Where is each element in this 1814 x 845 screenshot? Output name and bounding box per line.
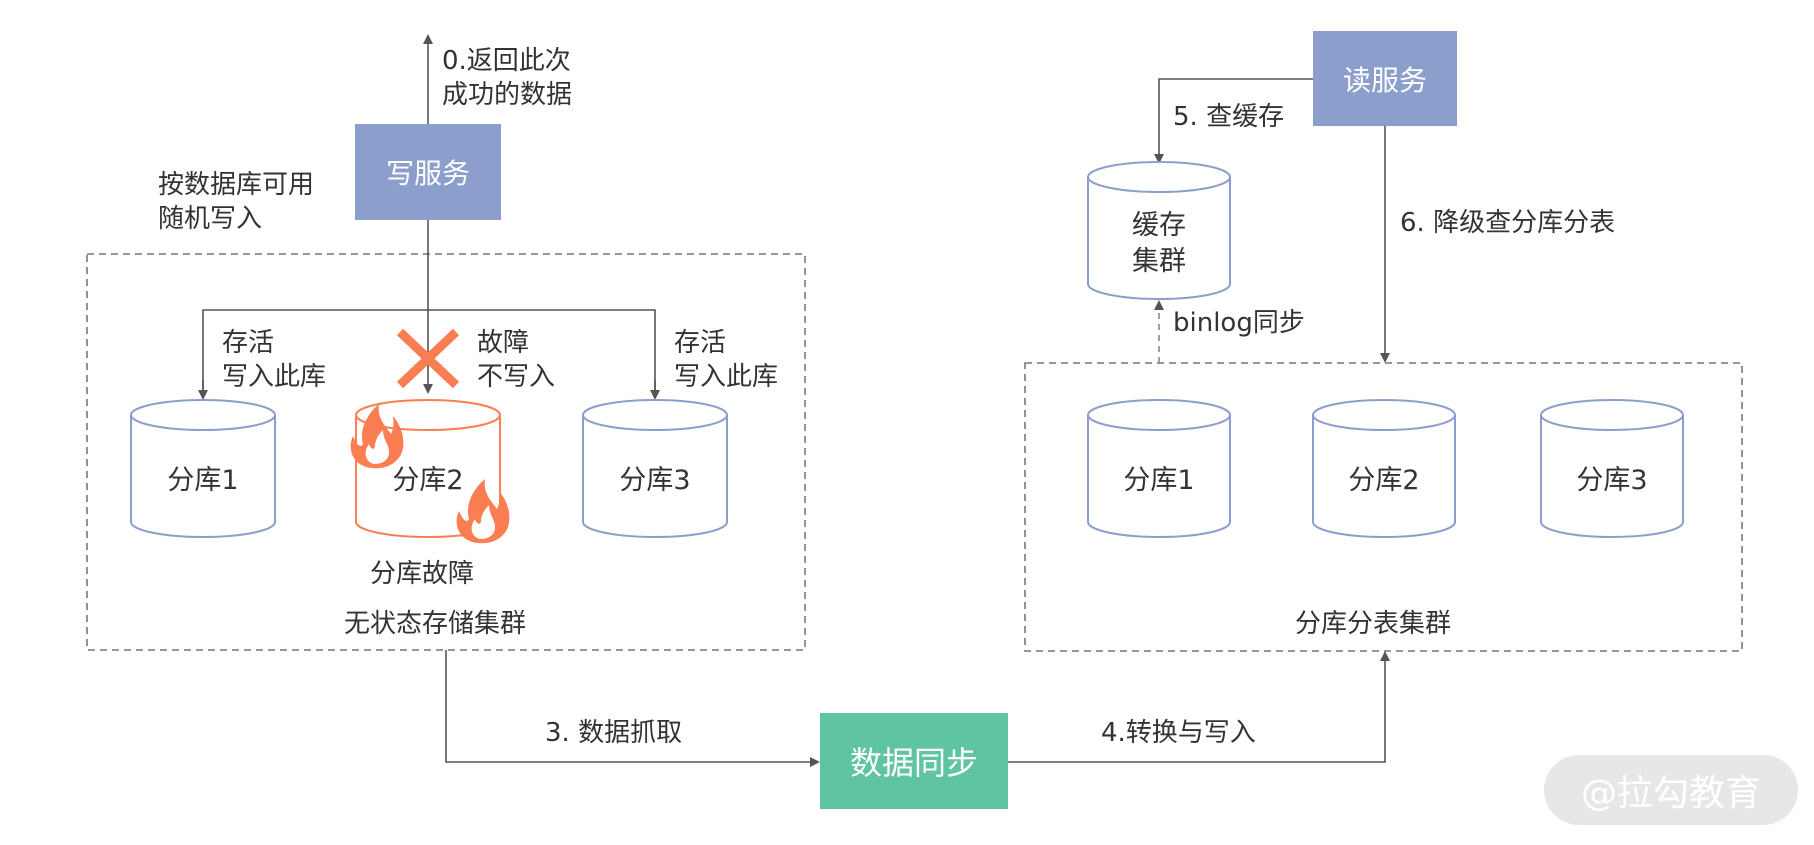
right-shard-3-label: 分库3 [1576, 465, 1648, 496]
right-shard-2-label: 分库2 [1348, 465, 1420, 496]
watermark: @拉勾教育 [1544, 755, 1798, 825]
left-shard-3-label: 分库3 [619, 465, 691, 496]
data-sync-box: 数据同步 [820, 713, 1008, 809]
flame-icon [456, 479, 510, 544]
cache-cluster-cylinder [1087, 161, 1231, 300]
left-shard-1-cylinder [130, 399, 276, 538]
alive-write-label-right: 存活 写入此库 [674, 328, 779, 392]
right-shard-1-cylinder [1087, 399, 1231, 538]
stateless-cluster-label: 无状态存储集群 [344, 609, 527, 639]
fault-no-write-label: 故障 不写入 [477, 328, 556, 392]
return-data-label: 0.返回此次 成功的数据 [442, 46, 573, 110]
fallback-label: 6. 降级查分库分表 [1400, 208, 1616, 238]
write-service-box: 写服务 [355, 124, 501, 220]
cache-cluster-label: 缓存 集群 [1132, 210, 1186, 277]
left-shard-3-cylinder [582, 399, 728, 538]
fetch-label: 3. 数据抓取 [545, 718, 683, 748]
read-service-box: 读服务 [1313, 31, 1457, 126]
alive-write-label-left: 存活 写入此库 [222, 328, 327, 392]
write-branch-line [202, 309, 656, 392]
right-shard-3-cylinder [1540, 399, 1684, 538]
stateless-cluster-border [86, 253, 806, 651]
right-shard-2-cylinder [1312, 399, 1456, 538]
query-cache-arrow [1154, 78, 1313, 164]
left-shard-1-label: 分库1 [167, 465, 239, 496]
binlog-sync-label: binlog同步 [1173, 308, 1305, 338]
cross-icon [396, 328, 460, 389]
flame-icon [350, 404, 404, 469]
query-cache-label: 5. 查缓存 [1173, 102, 1285, 132]
shard-fault-caption: 分库故障 [370, 559, 475, 589]
transform-arrow [1008, 651, 1390, 763]
sharded-cluster-label: 分库分表集群 [1295, 609, 1452, 639]
fetch-arrow [445, 650, 820, 767]
sharded-cluster-border [1024, 362, 1743, 652]
right-shard-1-label: 分库1 [1123, 465, 1195, 496]
transform-label: 4.转换与写入 [1101, 718, 1256, 748]
random-write-label: 按数据库可用 随机写入 [158, 170, 315, 234]
left-shard-2-label: 分库2 [392, 465, 464, 496]
